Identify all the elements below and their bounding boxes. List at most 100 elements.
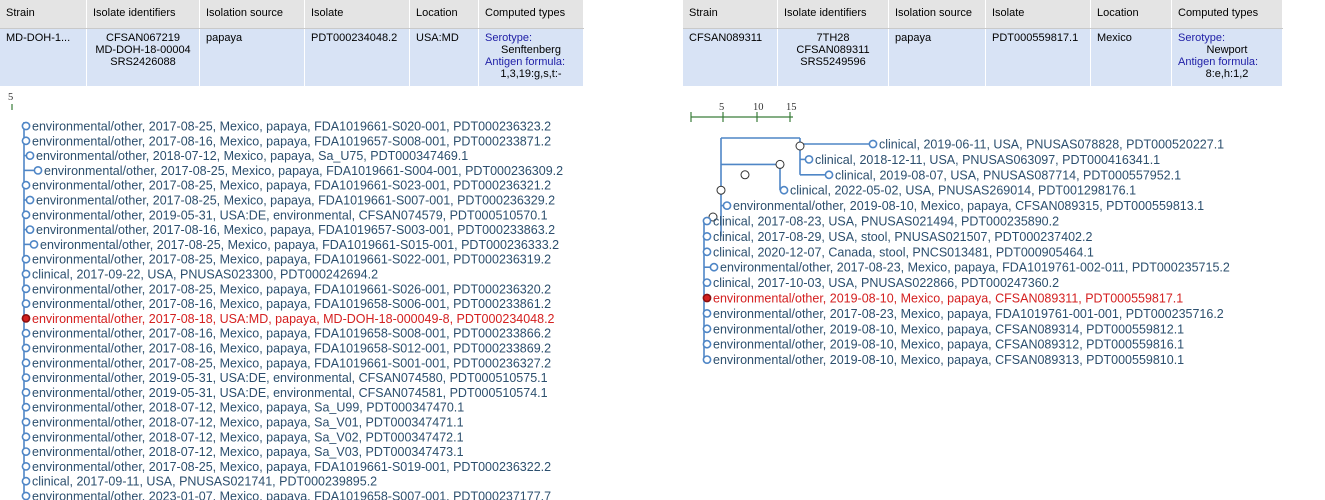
column-header[interactable]: Isolation source (888, 0, 986, 29)
leaf-node[interactable] (21, 373, 31, 382)
leaf-label[interactable]: clinical, 2017-10-03, USA, PNUSAS022866,… (713, 276, 1059, 290)
leaf-label[interactable]: clinical, 2017-09-11, USA, PNUSAS021741,… (32, 475, 377, 489)
column-header[interactable]: Isolate (304, 0, 410, 29)
leaf-node[interactable] (702, 231, 712, 241)
leaf-node[interactable] (21, 461, 31, 471)
leaf-label[interactable]: clinical, 2017-08-23, USA, PNUSAS021494,… (713, 215, 1059, 229)
leaf-label[interactable]: environmental/other, 2017-08-25, Mexico,… (44, 164, 563, 178)
leaf-label[interactable]: clinical, 2018-12-11, USA, PNUSAS063097,… (815, 153, 1160, 167)
leaf-node[interactable] (21, 447, 31, 456)
scale-label: 15 (786, 102, 797, 113)
leaf-node[interactable] (702, 324, 712, 334)
leaf-label[interactable]: environmental/other, 2017-08-25, Mexico,… (40, 238, 559, 252)
leaf-label[interactable]: environmental/other, 2019-05-31, USA:DE,… (32, 386, 548, 400)
leaf-label[interactable]: environmental/other, 2017-08-16, Mexico,… (32, 297, 551, 311)
leaf-label[interactable]: clinical, 2019-08-07, USA, PNUSAS087714,… (835, 168, 1181, 182)
leaf-node[interactable] (21, 432, 31, 442)
leaf-label[interactable]: environmental/other, 2019-08-10, Mexico,… (733, 199, 1204, 213)
column-header[interactable]: Isolation source (199, 0, 305, 29)
leaf-node[interactable] (779, 185, 789, 195)
leaf-node[interactable] (21, 299, 31, 308)
leaf-label[interactable]: clinical, 2020-12-07, Canada, stool, PNC… (713, 245, 1094, 259)
leaf-node[interactable] (702, 293, 712, 303)
column-header[interactable]: Location (409, 0, 479, 29)
column-header[interactable]: Strain (683, 0, 778, 29)
leaf-node[interactable] (709, 262, 719, 272)
leaf-label[interactable]: environmental/other, 2017-08-23, Mexico,… (713, 307, 1224, 321)
leaf-label[interactable]: environmental/other, 2017-08-16, Mexico,… (32, 134, 551, 148)
leaf-label[interactable]: environmental/other, 2019-05-31, USA:DE,… (32, 371, 548, 385)
leaf-label[interactable]: environmental/other, 2019-08-10, Mexico,… (713, 338, 1184, 352)
column-header[interactable]: Isolate (985, 0, 1091, 29)
leaf-node[interactable] (21, 491, 31, 500)
leaf-node[interactable] (21, 136, 31, 146)
leaf-label[interactable]: environmental/other, 2017-08-25, Mexico,… (32, 356, 551, 370)
leaf-label[interactable]: environmental/other, 2023-01-07, Mexico,… (32, 490, 551, 500)
leaf-node[interactable] (21, 254, 31, 264)
leaf-node[interactable] (21, 284, 31, 294)
leaf-label[interactable]: environmental/other, 2019-08-10, Mexico,… (713, 322, 1184, 336)
leaf-node[interactable] (702, 216, 712, 226)
leaf-label[interactable]: clinical, 2017-08-29, USA, stool, PNUSAS… (713, 230, 1092, 244)
table-row[interactable]: MD-DOH-1... CFSAN067219 MD-DOH-18-00004 … (0, 28, 584, 86)
leaf-label[interactable]: clinical, 2019-06-11, USA, PNUSAS078828,… (879, 138, 1224, 152)
table-row[interactable]: CFSAN089311 7TH28 CFSAN089311 SRS5249596… (683, 28, 1283, 86)
leaf-label[interactable]: environmental/other, 2019-08-10, Mexico,… (713, 292, 1183, 306)
internal-node (795, 141, 805, 151)
leaf-node[interactable] (21, 121, 31, 131)
leaf-label[interactable]: environmental/other, 2017-08-25, Mexico,… (32, 179, 551, 193)
leaf-label[interactable]: environmental/other, 2017-08-25, Mexico,… (32, 460, 551, 474)
column-header[interactable]: Computed types (478, 0, 584, 29)
leaf-node[interactable] (29, 239, 39, 249)
leaf-label[interactable]: environmental/other, 2018-07-12, Mexico,… (32, 430, 464, 444)
leaf-label[interactable]: environmental/other, 2017-08-16, Mexico,… (36, 223, 555, 237)
leaf-node[interactable] (702, 278, 712, 287)
leaf-node[interactable] (21, 476, 31, 486)
leaf-node[interactable] (21, 180, 31, 190)
leaf-label[interactable]: environmental/other, 2017-08-25, Mexico,… (32, 253, 551, 267)
leaf-node[interactable] (702, 247, 712, 257)
leaf-node[interactable] (722, 201, 732, 210)
leaf-label[interactable]: clinical, 2022-05-02, USA, PNUSAS269014,… (790, 184, 1136, 198)
leaf-label[interactable]: environmental/other, 2017-08-16, Mexico,… (32, 327, 551, 341)
leaf-node[interactable] (868, 139, 878, 149)
column-header[interactable]: Isolate identifiers (86, 0, 200, 29)
leaf-node[interactable] (25, 195, 35, 205)
column-header[interactable]: Computed types (1171, 0, 1283, 29)
leaf-label[interactable]: clinical, 2017-09-22, USA, PNUSAS023300,… (32, 268, 378, 282)
leaf-node[interactable] (21, 269, 31, 279)
leaf-label[interactable]: environmental/other, 2018-07-12, Mexico,… (32, 445, 464, 459)
leaf-label[interactable]: environmental/other, 2019-05-31, USA:DE,… (32, 208, 548, 222)
leaf-node[interactable] (702, 339, 712, 349)
leaf-node[interactable] (21, 313, 31, 323)
column-header[interactable]: Isolate identifiers (777, 0, 889, 29)
leaf-label[interactable]: environmental/other, 2017-08-23, Mexico,… (720, 261, 1230, 275)
leaf-node[interactable] (824, 170, 834, 180)
leaf-node[interactable] (804, 154, 814, 164)
leaf-label[interactable]: environmental/other, 2018-07-12, Mexico,… (32, 416, 464, 430)
leaf-node[interactable] (25, 225, 35, 234)
leaf-label[interactable]: environmental/other, 2017-08-18, USA:MD,… (32, 312, 555, 326)
column-header[interactable]: Location (1090, 0, 1172, 29)
leaf-label[interactable]: environmental/other, 2018-07-12, Mexico,… (32, 401, 464, 415)
leaf-label[interactable]: environmental/other, 2017-08-25, Mexico,… (36, 194, 555, 208)
leaf-node[interactable] (21, 387, 31, 397)
leaf-node[interactable] (21, 210, 31, 220)
column-header[interactable]: Strain (0, 0, 87, 29)
leaf-node[interactable] (33, 165, 43, 175)
leaf-label[interactable]: environmental/other, 2017-08-16, Mexico,… (32, 342, 551, 356)
leaf-node[interactable] (25, 151, 35, 160)
leaf-label[interactable]: environmental/other, 2017-08-25, Mexico,… (32, 282, 551, 296)
leaf-label[interactable]: environmental/other, 2019-08-10, Mexico,… (713, 353, 1184, 367)
leaf-node[interactable] (21, 343, 31, 353)
leaf-node[interactable] (21, 402, 31, 412)
identifiers-cell: CFSAN067219 MD-DOH-18-00004 SRS2426088 (86, 28, 200, 86)
leaf-node[interactable] (702, 308, 712, 318)
leaf-label[interactable]: environmental/other, 2018-07-12, Mexico,… (36, 149, 468, 163)
leaf-node[interactable] (702, 355, 712, 364)
leaf-node[interactable] (21, 328, 31, 338)
leaf-node[interactable] (21, 358, 31, 368)
leaf-node[interactable] (21, 417, 31, 427)
leaf-label[interactable]: environmental/other, 2017-08-25, Mexico,… (32, 120, 551, 134)
strain-cell: MD-DOH-1... (0, 28, 87, 86)
